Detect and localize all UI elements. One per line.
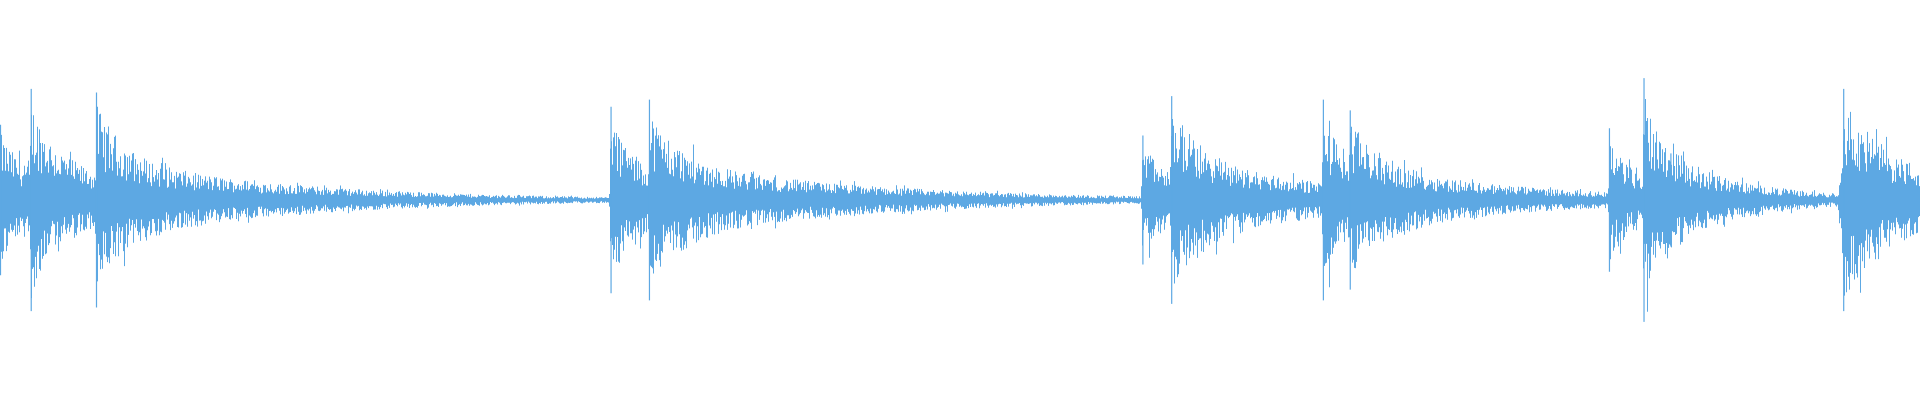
waveform-canvas[interactable]	[0, 0, 1920, 400]
audio-waveform-view[interactable]	[0, 0, 1920, 400]
